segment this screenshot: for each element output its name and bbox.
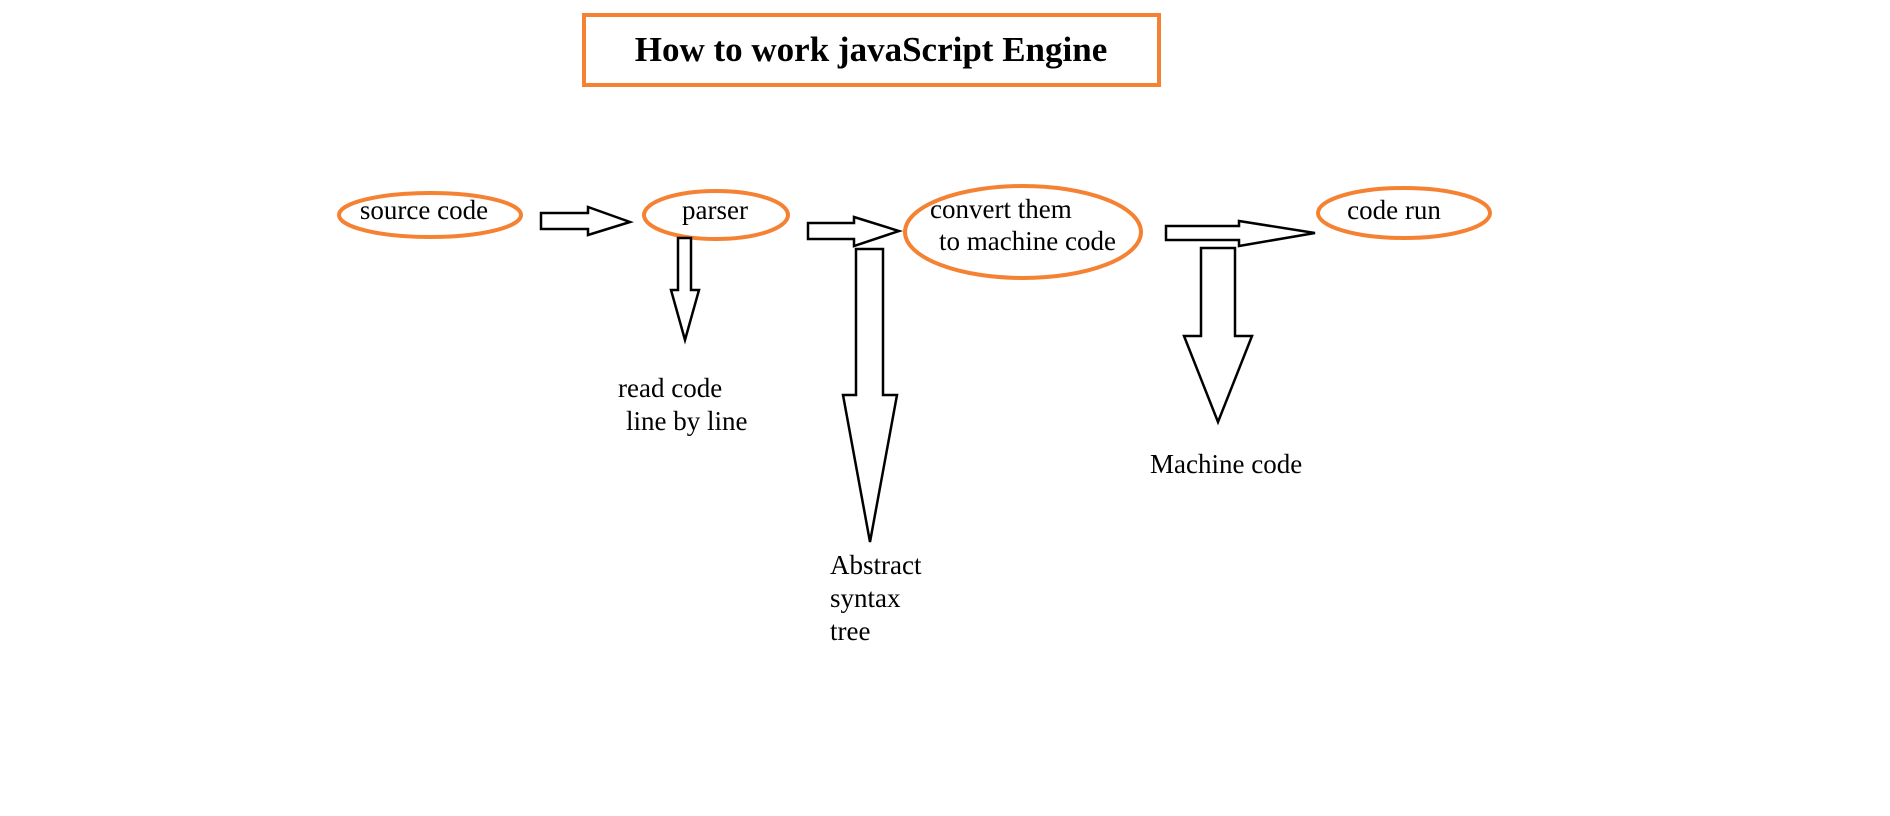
parser-note-line1: read code — [618, 373, 722, 403]
ast-note-line2: syntax — [830, 583, 901, 613]
title-box — [582, 13, 1161, 87]
source-code-node — [337, 191, 523, 239]
convert-node — [903, 184, 1143, 280]
parser-note-line2: line by line — [626, 406, 747, 436]
parser-node — [642, 189, 790, 241]
arrow-to-ast — [841, 247, 899, 543]
code-run-label: code run — [1347, 195, 1441, 225]
ast-note-line1: Abstract — [830, 550, 922, 580]
code-run-node — [1316, 186, 1492, 240]
convert-label-line2: to machine code — [939, 226, 1116, 256]
source-code-label: source code — [360, 195, 488, 225]
ast-note-line3: tree — [830, 616, 870, 646]
arrow-source-to-parser — [539, 205, 634, 237]
arrow-to-machine-code — [1182, 246, 1254, 426]
arrow-parser-down — [669, 236, 701, 345]
arrow-convert-to-run — [1164, 219, 1316, 248]
convert-label-line1: convert them — [930, 194, 1072, 224]
arrow-parser-to-convert — [806, 215, 904, 248]
parser-label: parser — [682, 195, 748, 225]
page-title: How to work javaScript Engine — [635, 30, 1108, 69]
machine-code-note: Machine code — [1150, 449, 1302, 479]
